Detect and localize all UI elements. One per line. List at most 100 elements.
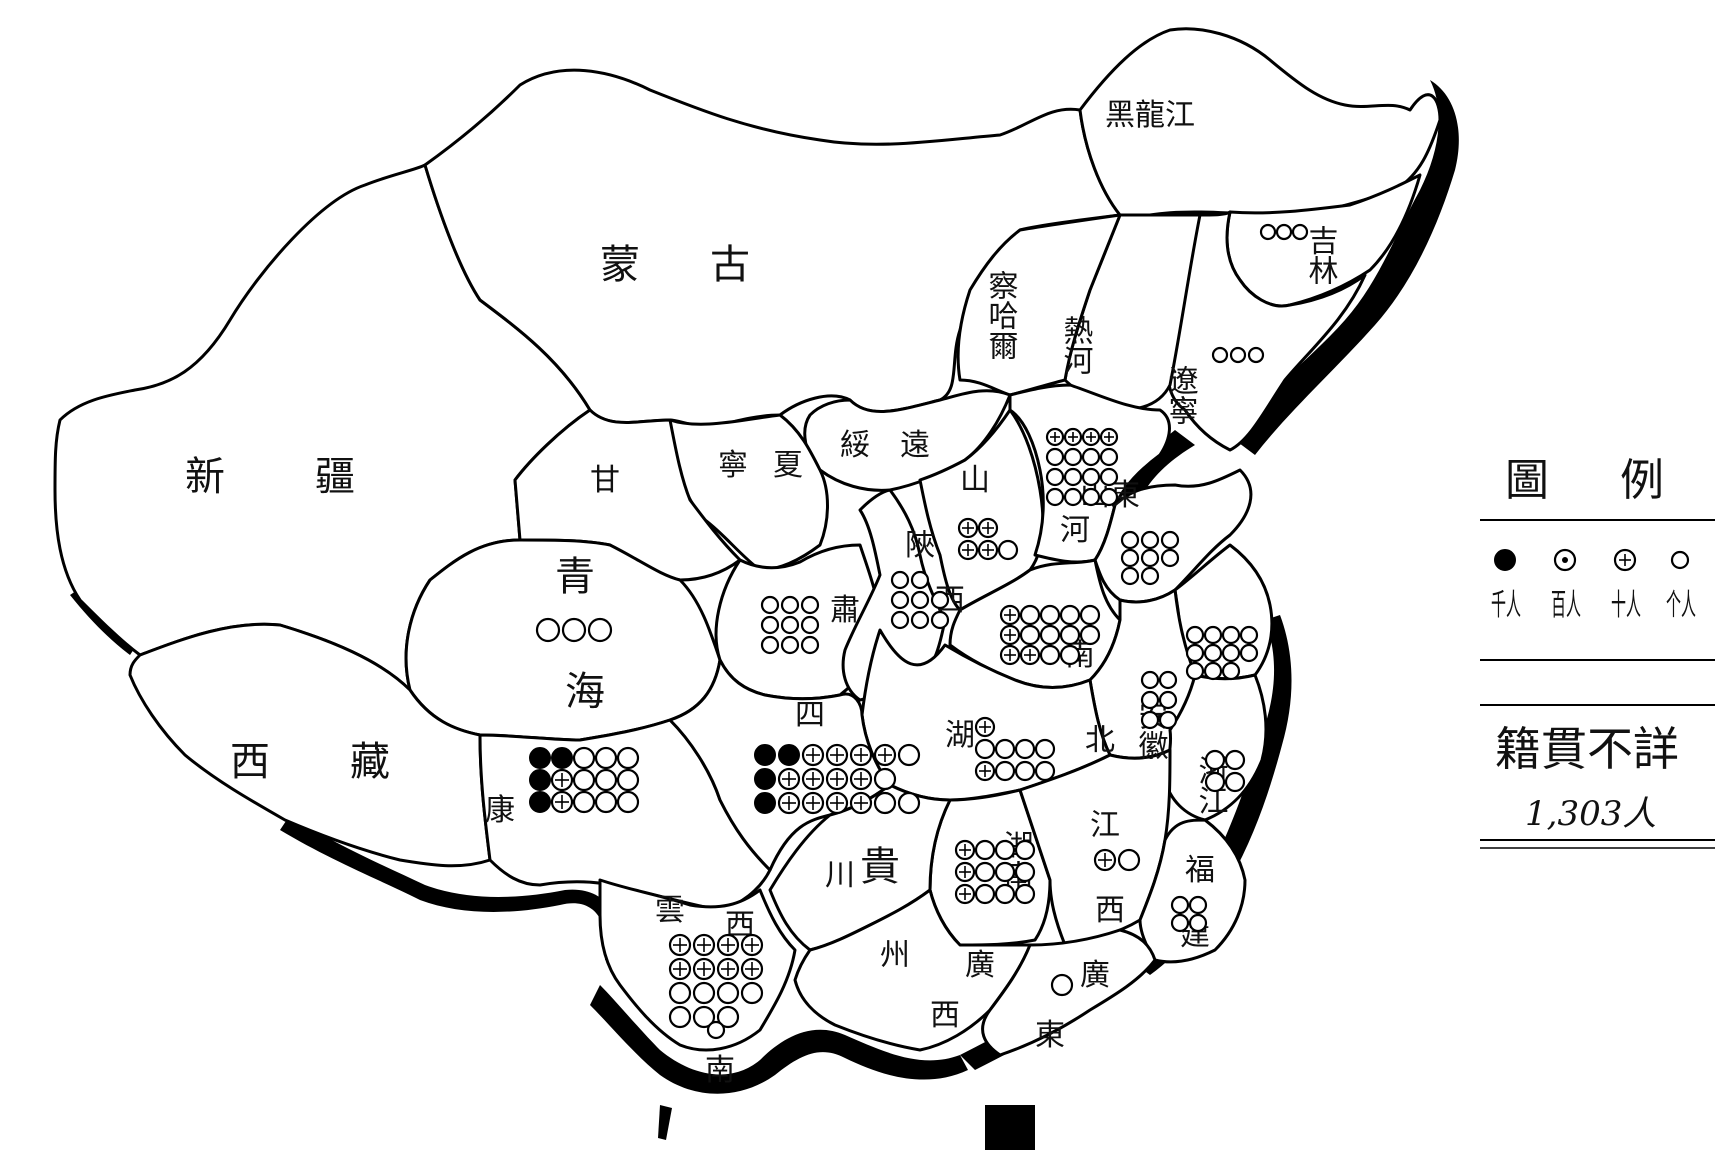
population-symbol-o [1185, 643, 1205, 663]
population-symbol-k [529, 791, 551, 813]
population-symbol-t [777, 767, 801, 791]
label-heilongjiang: 黑龍江 [1105, 98, 1195, 133]
population-symbol-k [754, 792, 776, 814]
province-tibet [128, 622, 492, 868]
population-symbol-o [1160, 530, 1180, 550]
province-fujian [1138, 818, 1247, 964]
population-symbol-t [957, 517, 979, 539]
population-symbol-t [801, 791, 825, 815]
population-symbol-k [551, 747, 573, 769]
population-symbol-o [740, 981, 764, 1005]
population-symbol-o [1204, 749, 1226, 771]
population-symbol-t [954, 883, 976, 905]
population-symbol-o [1059, 644, 1081, 666]
population-symbol-o [616, 768, 640, 792]
population-symbol-o [1059, 624, 1081, 646]
population-symbol-o [716, 981, 740, 1005]
population-symbol-o [1221, 625, 1241, 645]
population-symbol-t [954, 839, 976, 861]
population-symbol-t [999, 624, 1021, 646]
population-symbol-t [954, 861, 976, 883]
population-symbol-t [974, 760, 996, 782]
population-symbol-o [997, 539, 1019, 561]
label-hubei-top: 湖 [945, 718, 975, 753]
population-symbol-o [1140, 530, 1160, 550]
label-guangdong-bottom: 東 [1035, 1018, 1065, 1053]
population-symbol-o [1099, 467, 1119, 487]
population-symbol-o [780, 635, 800, 655]
population-symbol-o [1019, 604, 1041, 626]
population-symbol-o [1081, 467, 1101, 487]
population-symbol-o [594, 768, 618, 792]
population-symbol-o [616, 746, 640, 770]
label-mongolia: 蒙古 [600, 242, 820, 288]
label-yunnan-bottom: 南 [705, 1053, 735, 1088]
population-symbol-o [994, 738, 1016, 760]
population-symbol-o [1140, 548, 1160, 568]
label-xinjiang: 新疆 [185, 454, 445, 500]
population-symbol-o [890, 570, 910, 590]
population-symbol-o [1117, 848, 1141, 872]
legend-unit-2: 十人 [1611, 588, 1641, 623]
population-symbol-o [994, 760, 1016, 782]
population-symbol-t [668, 933, 692, 957]
population-symbol-t [692, 957, 716, 981]
population-symbol-o [1019, 624, 1041, 646]
label-hebei-top: 河 [1060, 513, 1090, 548]
label-shanxi-top: 山 [960, 463, 990, 498]
population-symbol-t [801, 767, 825, 791]
legend-title-right: 例 [1620, 455, 1664, 506]
population-symbol-o [1099, 447, 1119, 467]
population-symbol-t [825, 791, 849, 815]
label-suiyuan: 綏遠 [840, 428, 960, 463]
label-jiangxi-top: 江 [1090, 808, 1120, 843]
population-symbol-o [692, 981, 716, 1005]
population-symbol-t [873, 743, 897, 767]
population-symbol-o [1188, 895, 1208, 915]
province-gansu [513, 408, 742, 582]
legend-title-left: 圖 [1505, 455, 1549, 506]
population-symbol-o [616, 790, 640, 814]
population-symbol-o [1034, 738, 1056, 760]
population-symbol-o [572, 768, 596, 792]
population-symbol-o [1081, 487, 1101, 507]
label-jiangxi-bottom: 西 [1095, 893, 1125, 928]
population-symbol-o [1185, 661, 1205, 681]
population-symbol-o [760, 595, 780, 615]
island-west [658, 1105, 672, 1140]
population-symbol-o [800, 615, 820, 635]
population-symbol-o [800, 595, 820, 615]
population-symbol-t [849, 791, 873, 815]
population-symbol-o [760, 615, 780, 635]
population-symbol-t [668, 957, 692, 981]
population-symbol-o [873, 791, 897, 815]
population-symbol-o [572, 790, 596, 814]
label-gansu-top: 甘 [590, 463, 620, 498]
population-symbol-o [974, 883, 996, 905]
legend-unit-3: 个人 [1666, 588, 1696, 623]
population-symbol-o [910, 610, 930, 630]
population-symbol-t [801, 743, 825, 767]
population-symbol-o [1224, 771, 1246, 793]
population-symbol-o [1014, 760, 1036, 782]
population-symbol-o [1158, 670, 1178, 690]
population-symbol-t [974, 716, 996, 738]
legend-unknown-label: 籍貫不詳 [1495, 722, 1679, 776]
population-symbol-o [800, 635, 820, 655]
population-symbol-o [1158, 690, 1178, 710]
population-symbol-o [1188, 913, 1208, 933]
population-symbol-o [1045, 467, 1065, 487]
population-symbol-k [529, 747, 551, 769]
population-symbol-o [1039, 644, 1061, 666]
population-symbol-t [825, 767, 849, 791]
population-symbol-o [897, 791, 921, 815]
population-symbol-o [1081, 447, 1101, 467]
population-symbol-t [849, 767, 873, 791]
population-symbol-o [1275, 223, 1293, 241]
label-guangxi-top: 廣 [965, 948, 995, 983]
population-symbol-o [1239, 625, 1259, 645]
population-symbol-t [1099, 427, 1119, 447]
population-symbol-o [1140, 710, 1160, 730]
population-symbol-t [777, 791, 801, 815]
label-shaanxi-top: 陜 [905, 528, 935, 563]
